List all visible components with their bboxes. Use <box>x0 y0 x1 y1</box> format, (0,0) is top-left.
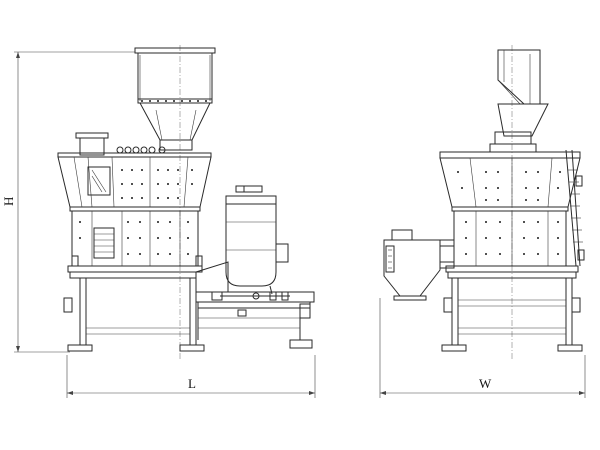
side-rack <box>565 149 585 267</box>
discharge-chute <box>383 229 455 301</box>
inlet-box <box>75 132 109 156</box>
side-upper-chamber <box>439 151 581 208</box>
side-view <box>383 45 585 360</box>
width-dimension: W <box>379 298 586 398</box>
top-flange-bolts <box>116 146 166 154</box>
length-dimension: L <box>66 355 316 398</box>
height-label: H <box>1 197 16 206</box>
side-base-frame <box>441 265 583 352</box>
side-lower-chamber <box>451 206 569 267</box>
front-view <box>57 45 315 360</box>
feed-hopper <box>134 47 216 151</box>
side-feed-hopper <box>489 49 549 153</box>
length-label: L <box>188 376 196 391</box>
height-dimension: H <box>1 51 135 353</box>
upper-chamber <box>57 156 212 208</box>
piping <box>220 291 290 301</box>
lower-chamber <box>69 206 201 267</box>
front-base-frame <box>63 255 205 352</box>
motor-assembly <box>195 185 315 349</box>
width-label: W <box>479 376 492 391</box>
